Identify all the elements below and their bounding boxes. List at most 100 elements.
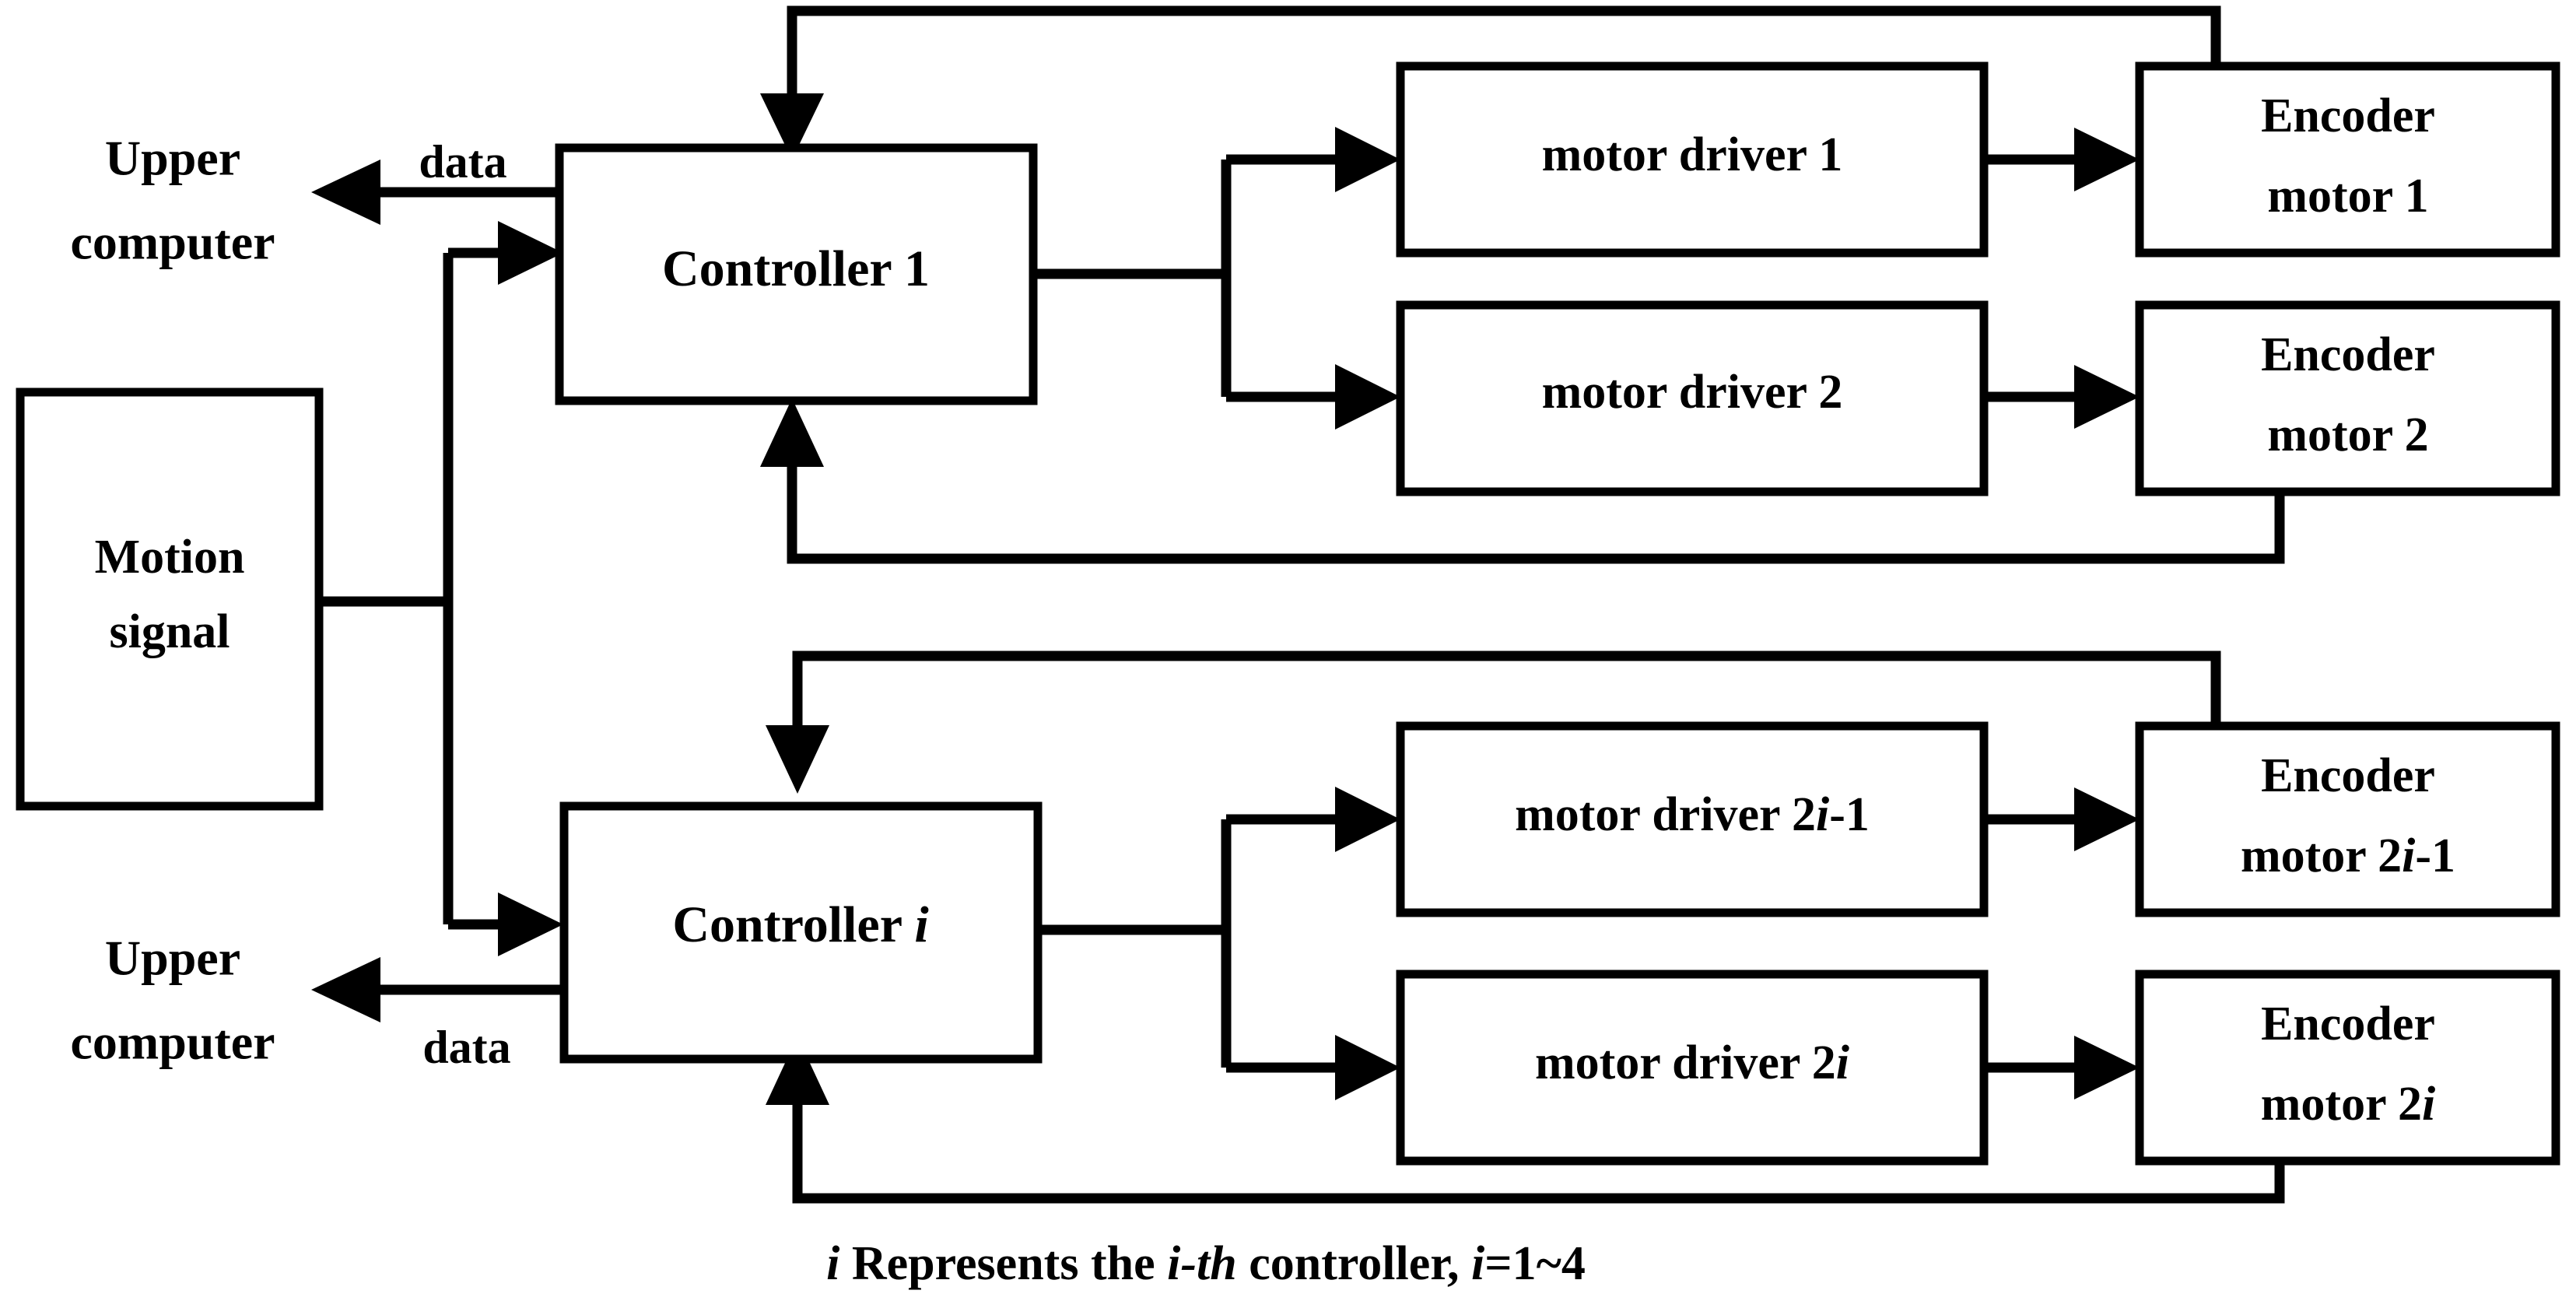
controller-1-box[interactable] xyxy=(555,143,1038,405)
encoder-motor-2-label-line2-base: motor xyxy=(2267,409,2404,461)
block-motor-driver-2i[interactable]: motor driver 2i xyxy=(1396,970,1989,1166)
block-encoder-motor-2i[interactable]: Encoder motor 2i xyxy=(2135,970,2560,1166)
motor-driver-2i-minus-1-label-suffix: -1 xyxy=(1829,788,1870,841)
encoder-motor-1-label-line1: Encoder xyxy=(2261,89,2435,142)
caption-text-mid: Represents the xyxy=(839,1237,1167,1290)
encoder-motor-2-box[interactable] xyxy=(2135,300,2560,496)
caption-range: =1~4 xyxy=(1484,1237,1586,1290)
wire-controlleri-to-motor-drivers xyxy=(1038,787,1400,1100)
wire-motordriver2i-to-encoder2i xyxy=(1984,1036,2140,1099)
controller-i-box[interactable] xyxy=(559,801,1043,1064)
wire-encoder2-feedback-to-controller1 xyxy=(760,398,2285,564)
motion-signal-label-line2: signal xyxy=(109,605,230,658)
encoder-motor-2i-label-line2: motor 2i xyxy=(2261,1078,2435,1131)
motor-driver-2-box[interactable] xyxy=(1396,300,1989,496)
wire-controller1-data-to-upper-computer xyxy=(311,160,556,225)
controller-1-label-index: 1 xyxy=(904,240,930,297)
arrowhead-down-controller1-top xyxy=(760,93,824,160)
encoder-motor-2i-label-line1: Encoder xyxy=(2261,998,2435,1050)
arrowhead-up-controlleri-bottom xyxy=(766,1036,829,1105)
motor-driver-1-box[interactable] xyxy=(1396,61,1989,258)
arrowhead-right-motordriver2i xyxy=(1335,1035,1400,1100)
block-motor-driver-2i-minus-1[interactable]: motor driver 2i-1 xyxy=(1396,721,1989,917)
encoder-motor-2i-minus-1-label-line2-suffix: -1 xyxy=(2415,829,2455,882)
block-motor-driver-1[interactable]: motor driver 1 xyxy=(1396,61,1989,258)
diagram-caption: i Represents the i-th controller, i=1~4 xyxy=(826,1237,1586,1290)
arrowhead-up-controller1-bottom xyxy=(760,398,824,467)
wire-controlleri-data-to-upper-computer xyxy=(311,957,560,1022)
label-upper-computer-bottom: Upper computer xyxy=(70,931,275,1070)
encoder-motor-2-label-line2-index: 2 xyxy=(2405,409,2429,461)
arrowhead-right-encoder2i1 xyxy=(2074,787,2140,851)
motor-driver-1-label: motor driver 1 xyxy=(1542,128,1843,181)
arrowhead-right-motordriver2i1 xyxy=(1335,787,1400,852)
wire-motordriver2i1-to-encoder2i1 xyxy=(1984,787,2140,851)
label-upper-computer-top: Upper computer xyxy=(70,131,275,270)
encoder-motor-2-label-line1: Encoder xyxy=(2261,328,2435,381)
wire-encoder2i-feedback-to-controlleri xyxy=(766,1036,2285,1204)
encoder-motor-1-label-line2-base: motor xyxy=(2267,170,2404,223)
arrowhead-right-motordriver2 xyxy=(1335,364,1400,430)
motor-driver-2-label: motor driver 2 xyxy=(1542,366,1843,419)
motor-driver-2i-minus-1-label-index: i xyxy=(1816,788,1829,841)
encoder-motor-2i-minus-1-label-line2-base: motor 2 xyxy=(2241,829,2402,882)
motor-driver-2i-box[interactable] xyxy=(1396,970,1989,1166)
wire-encoder2i1-feedback-to-controlleri xyxy=(766,650,2221,794)
block-controller-i[interactable]: Controller i xyxy=(559,801,1043,1064)
block-motion-signal[interactable]: Motion signal xyxy=(16,387,324,811)
motor-driver-2i-minus-1-label: motor driver 2i-1 xyxy=(1515,788,1870,841)
controller-i-label-base: Controller xyxy=(672,896,914,953)
block-encoder-motor-2[interactable]: Encoder motor 2 xyxy=(2135,300,2560,496)
encoder-motor-2i-minus-1-label-line2: motor 2i-1 xyxy=(2241,829,2455,882)
encoder-motor-2i-minus-1-label-line2-index: i xyxy=(2402,829,2415,882)
controller-i-label-index: i xyxy=(914,896,929,953)
arrowhead-down-controlleri-top xyxy=(766,725,829,794)
block-encoder-motor-2i-minus-1[interactable]: Encoder motor 2i-1 xyxy=(2135,721,2560,917)
encoder-motor-2i-minus-1-box[interactable] xyxy=(2135,721,2560,917)
arrowhead-right-encoder2i xyxy=(2074,1036,2140,1099)
wire-motordriver2-to-encoder2 xyxy=(1984,365,2140,429)
motor-driver-1-label-base: motor driver xyxy=(1542,128,1819,181)
caption-ith: i-th xyxy=(1167,1237,1237,1290)
motor-driver-2-label-index: 2 xyxy=(1818,366,1842,419)
encoder-motor-2i-label-line2-index: i xyxy=(2422,1078,2435,1131)
upper-computer-bottom-line2: computer xyxy=(70,1015,275,1070)
edge-label-data-bottom: data xyxy=(422,1022,510,1073)
encoder-motor-1-label-line2: motor 1 xyxy=(2267,170,2428,223)
upper-computer-bottom-line1: Upper xyxy=(105,931,240,986)
edge-label-data-top: data xyxy=(419,136,506,188)
controller-i-label: Controller i xyxy=(672,896,929,953)
motor-driver-2i-minus-1-box[interactable] xyxy=(1396,721,1989,917)
caption-prefix-i: i xyxy=(826,1237,839,1290)
encoder-motor-2i-minus-1-label-line1: Encoder xyxy=(2261,749,2435,802)
wire-encoder1-feedback-to-controller1 xyxy=(760,5,2221,160)
arrowhead-right-controller1-left xyxy=(498,221,563,285)
wire-motordriver1-to-encoder1 xyxy=(1984,128,2140,191)
motion-signal-box[interactable] xyxy=(16,387,324,811)
arrowhead-right-encoder1 xyxy=(2074,128,2140,191)
upper-computer-top-line1: Upper xyxy=(105,131,240,186)
block-controller-1[interactable]: Controller 1 xyxy=(555,143,1038,405)
arrowhead-right-encoder2 xyxy=(2074,365,2140,429)
block-encoder-motor-1[interactable]: Encoder motor 1 xyxy=(2135,61,2560,258)
encoder-motor-2i-label-line2-base: motor 2 xyxy=(2261,1078,2422,1131)
controller-1-label-base: Controller xyxy=(662,240,904,297)
block-motor-driver-2[interactable]: motor driver 2 xyxy=(1396,300,1989,496)
encoder-motor-1-box[interactable] xyxy=(2135,61,2560,258)
wire-controller1-to-motor-drivers xyxy=(1033,127,1400,430)
encoder-motor-2i-box[interactable] xyxy=(2135,970,2560,1166)
caption-var-i: i xyxy=(1471,1237,1484,1290)
motor-driver-1-label-index: 1 xyxy=(1818,128,1842,181)
motor-driver-2i-label: motor driver 2i xyxy=(1535,1036,1849,1089)
motor-driver-2i-minus-1-label-base: motor driver 2 xyxy=(1515,788,1816,841)
motor-driver-2i-label-base: motor driver 2 xyxy=(1535,1036,1836,1089)
encoder-motor-1-label-line2-index: 1 xyxy=(2405,170,2429,223)
wire-motion-signal-bus xyxy=(319,221,563,956)
arrowhead-left-upper-computer-top xyxy=(311,160,380,225)
upper-computer-top-line2: computer xyxy=(70,215,275,270)
arrowhead-left-upper-computer-bottom xyxy=(311,957,380,1022)
motor-driver-2-label-base: motor driver xyxy=(1542,366,1819,419)
caption-text-tail: controller, xyxy=(1237,1237,1471,1290)
